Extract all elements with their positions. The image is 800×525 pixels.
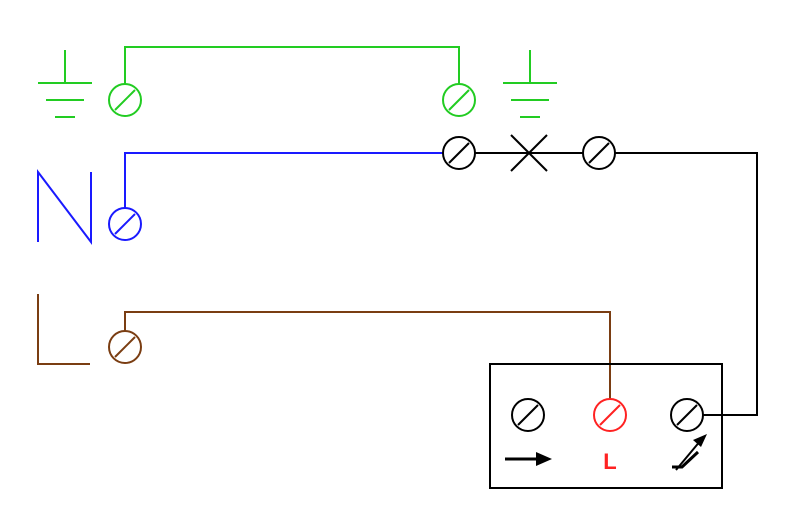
lamp-terminal-left[interactable] <box>442 136 476 170</box>
arrow-right-icon <box>505 452 552 466</box>
live-symbol-icon <box>37 294 90 365</box>
neutral-circuit <box>37 152 443 245</box>
earth-symbol-right-icon <box>503 50 557 118</box>
earth-wire <box>124 46 460 84</box>
lamp-circuit <box>442 134 758 416</box>
live-terminal[interactable] <box>108 330 142 364</box>
live-circuit <box>37 294 611 399</box>
earth-circuit <box>38 46 557 118</box>
neutral-symbol-icon <box>37 169 92 245</box>
lamp-cross-icon <box>510 134 548 172</box>
live-wire <box>124 311 611 399</box>
switched-wire <box>615 152 758 416</box>
device-terminal-output[interactable] <box>670 398 704 432</box>
device-terminal-live[interactable] <box>593 398 627 432</box>
earth-terminal-left[interactable] <box>108 83 142 117</box>
neutral-terminal[interactable] <box>108 207 142 241</box>
neutral-wire <box>124 152 443 208</box>
earth-symbol-left-icon <box>38 50 92 118</box>
dimmer-device-box <box>489 363 723 489</box>
lamp-terminal-right[interactable] <box>582 136 616 170</box>
device-terminal-1[interactable] <box>511 398 545 432</box>
dimmer-device: L <box>489 363 723 489</box>
dimmer-variable-icon <box>672 434 707 471</box>
earth-terminal-right[interactable] <box>442 83 476 117</box>
live-terminal-label: L <box>603 449 616 474</box>
